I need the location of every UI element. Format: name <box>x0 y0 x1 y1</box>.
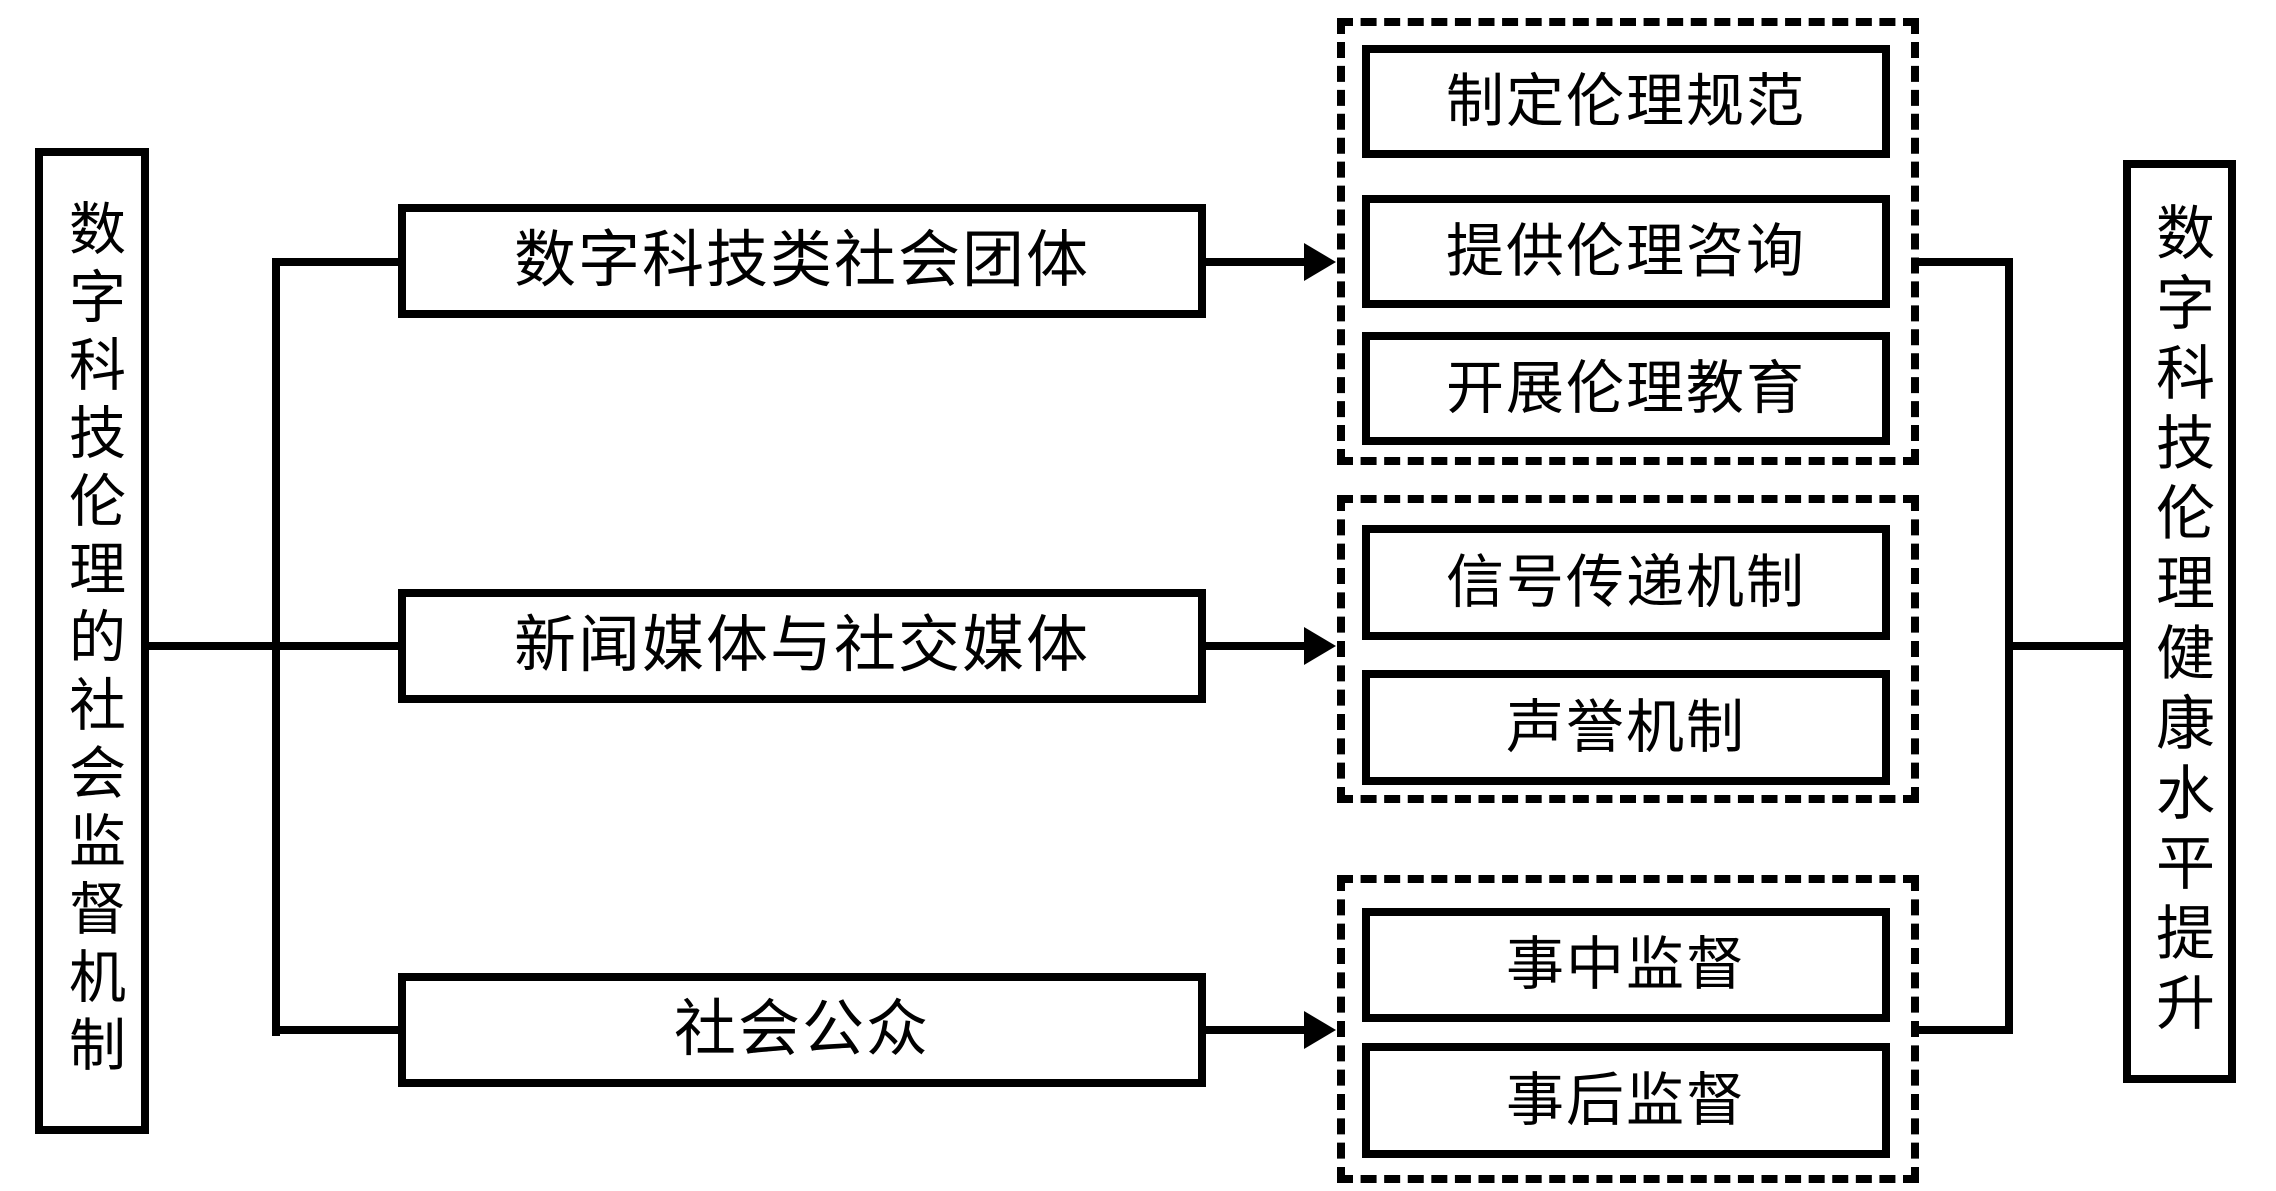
item-box: 制定伦理规范 <box>1362 45 1890 158</box>
arrow-3-head-icon <box>1304 1011 1336 1049</box>
item-label: 提供伦理咨询 <box>1445 218 1806 284</box>
item-label: 事中监督 <box>1505 932 1746 997</box>
connector-branch-bottom <box>272 1026 400 1034</box>
connector-trunk-to-rightbox <box>2005 642 2123 650</box>
item-label: 事后监督 <box>1505 1067 1746 1133</box>
left-source-box-label: 数字科技伦理的社会监督机制 <box>60 199 124 1083</box>
middle-box-news-social-media: 新闻媒体与社交媒体 <box>398 589 1206 703</box>
connector-left-trunk <box>272 258 280 1036</box>
arrow-1-shaft <box>1206 258 1308 266</box>
connector-group3-to-trunk <box>1919 1026 2013 1034</box>
item-box: 提供伦理咨询 <box>1362 195 1890 308</box>
middle-box-social-organizations: 数字科技类社会团体 <box>398 204 1206 318</box>
arrow-2-head-icon <box>1304 627 1336 665</box>
middle-box-2-label: 新闻媒体与社交媒体 <box>513 612 1090 680</box>
middle-box-1-label: 数字科技类社会团体 <box>513 227 1090 295</box>
arrow-3-shaft <box>1206 1026 1308 1034</box>
item-label: 制定伦理规范 <box>1445 68 1806 134</box>
item-label: 声誉机制 <box>1505 694 1746 760</box>
item-label: 开展伦理教育 <box>1445 355 1806 421</box>
item-label: 信号传递机制 <box>1445 549 1806 615</box>
middle-box-3-label: 社会公众 <box>673 996 930 1064</box>
connector-group1-to-trunk <box>1919 258 2013 266</box>
middle-box-public: 社会公众 <box>398 973 1206 1087</box>
connector-branch-top <box>272 258 400 266</box>
item-box: 声誉机制 <box>1362 670 1890 785</box>
left-source-box: 数字科技伦理的社会监督机制 <box>35 148 149 1134</box>
right-result-box: 数字科技伦理健康水平提升 <box>2123 160 2236 1083</box>
item-box: 开展伦理教育 <box>1362 332 1890 445</box>
item-box: 事中监督 <box>1362 908 1890 1022</box>
arrow-2-shaft <box>1206 642 1308 650</box>
right-result-box-label: 数字科技伦理健康水平提升 <box>2147 201 2213 1042</box>
item-box: 信号传递机制 <box>1362 525 1890 640</box>
arrow-1-head-icon <box>1304 243 1336 281</box>
item-box: 事后监督 <box>1362 1043 1890 1158</box>
